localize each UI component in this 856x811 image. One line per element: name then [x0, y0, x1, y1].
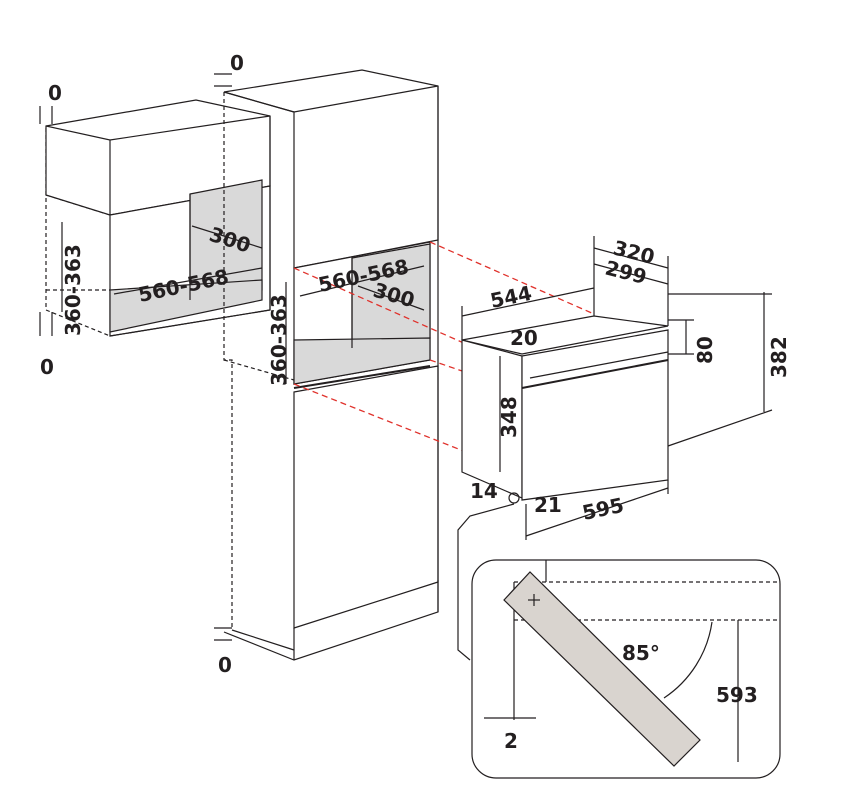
tall-cabinet-dimensions	[214, 73, 425, 641]
label-door-open-height: 593	[716, 683, 758, 707]
wall-cabinet	[45, 99, 271, 337]
tall-cabinet	[223, 69, 439, 661]
label-oven-body-height: 348	[497, 396, 521, 438]
wall-cabinet-dimensions	[39, 106, 263, 336]
label-oven-width-body: 544	[488, 281, 534, 313]
door-detail-inset	[471, 559, 781, 779]
label-oven-bottom-left: 14	[470, 479, 498, 503]
label-bottom-gap-tall: 0	[218, 653, 232, 677]
label-oven-total-width: 595	[580, 493, 626, 525]
label-bottom-gap-left: 0	[40, 355, 54, 379]
label-height-tall: 360-363	[267, 294, 291, 386]
label-door-angle: 85°	[622, 641, 660, 665]
oven-dimensions	[457, 236, 773, 661]
label-door-gap: 2	[504, 729, 518, 753]
label-oven-panel-offset: 20	[510, 326, 538, 350]
label-oven-total-height: 382	[767, 336, 791, 378]
label-height-left: 360-363	[61, 244, 85, 336]
label-top-gap-left: 0	[48, 81, 62, 105]
label-oven-bottom-right: 21	[534, 493, 562, 517]
oven	[461, 315, 669, 504]
label-top-gap-tall: 0	[230, 51, 244, 75]
label-oven-panel-height: 80	[693, 336, 717, 364]
